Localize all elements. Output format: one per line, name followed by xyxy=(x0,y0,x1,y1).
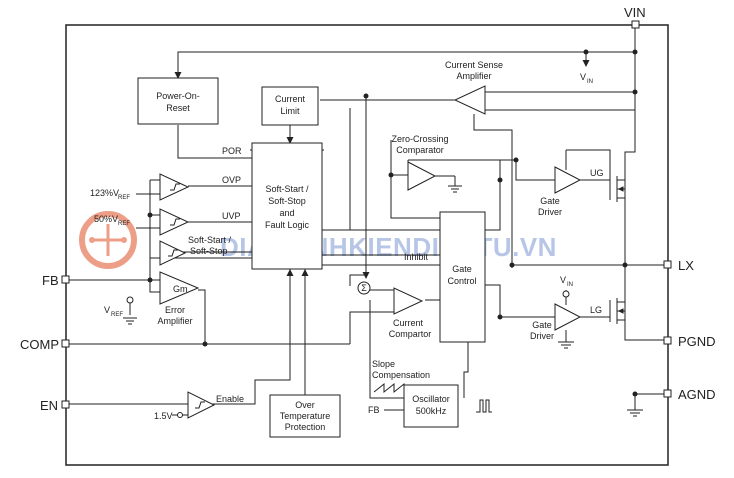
lg-driver-line1: Gate xyxy=(532,320,552,330)
osc-line1: Oscillator xyxy=(412,394,450,404)
clock-pulse-icon xyxy=(476,399,492,413)
overtemp-line3: Protection xyxy=(285,422,326,432)
softstart-comparator: Soft-Start / Soft-Stop xyxy=(159,235,232,266)
inhibit-label: Inhibit xyxy=(404,252,429,262)
current-limit-line1: Current xyxy=(275,94,306,104)
current-sense-amplifier: Current Sense Amplifier xyxy=(445,60,503,115)
overtemp-line1: Over xyxy=(295,400,315,410)
pin-fb: FB xyxy=(42,273,70,288)
osc-line2: 500kHz xyxy=(416,406,447,416)
vref-123-sub: REF xyxy=(118,195,130,201)
enable-comparator: Enable 1.5V xyxy=(154,391,244,421)
vref-gm: V xyxy=(104,305,110,315)
soft-start-fault-logic-block: Soft-Start / Soft-Stop and Fault Logic xyxy=(251,142,323,270)
slope-line2: Compensation xyxy=(372,370,430,380)
current-limit-block: Current Limit xyxy=(261,86,319,126)
low-side-mosfet xyxy=(609,290,626,324)
power-on-reset-block: Power-On- Reset xyxy=(137,77,219,125)
lg-gate-driver: Gate Driver LG V IN xyxy=(530,275,602,349)
zc-line2: Comparator xyxy=(396,145,444,155)
slope-compensation: Slope Compensation xyxy=(372,359,430,394)
por-line1: Power-On- xyxy=(156,91,200,101)
softstart-line4: Fault Logic xyxy=(265,220,310,230)
vin-main-sub: IN xyxy=(587,79,593,85)
cc-line1: Current xyxy=(393,318,424,328)
gm-label: Gm xyxy=(173,284,188,294)
pin-vin: VIN xyxy=(624,5,646,29)
vref-50: 50%V xyxy=(94,214,118,224)
por-line2: Reset xyxy=(166,103,190,113)
vref-50-sub: REF xyxy=(118,221,130,227)
zc-line1: Zero-Crossing xyxy=(391,134,448,144)
pin-pgnd-label: PGND xyxy=(678,334,716,349)
csa-line1: Current Sense xyxy=(445,60,503,70)
ovp-label: OVP xyxy=(222,175,241,185)
por-label: POR xyxy=(222,146,242,156)
current-comparator: Current Compartor xyxy=(389,287,432,339)
ss-signal-line2: Soft-Stop xyxy=(190,246,228,256)
pin-comp: COMP xyxy=(20,337,70,352)
current-limit-line2: Limit xyxy=(280,106,300,116)
ug-label: UG xyxy=(590,168,604,178)
oscillator-block: Oscillator 500kHz xyxy=(403,384,459,428)
vin-main: V xyxy=(580,72,586,82)
gate-control-block: Gate Control xyxy=(439,211,486,343)
pin-agnd-label: AGND xyxy=(678,387,716,402)
ss-signal-line1: Soft-Start / xyxy=(188,235,232,245)
ug-driver-line1: Gate xyxy=(540,196,560,206)
cc-line2: Compartor xyxy=(389,329,432,339)
softstart-line3: and xyxy=(279,208,294,218)
pin-fb-label: FB xyxy=(42,273,59,288)
gate-control-line2: Control xyxy=(447,276,476,286)
softstart-line2: Soft-Stop xyxy=(268,196,306,206)
over-temperature-block: Over Temperature Protection xyxy=(269,394,341,438)
vin-label-top: V IN xyxy=(580,72,593,85)
vref-gm-sub: REF xyxy=(111,312,123,318)
gate-control-line1: Gate xyxy=(452,264,472,274)
junctions xyxy=(147,49,638,397)
ic-outline xyxy=(65,24,669,466)
pin-en-label: EN xyxy=(40,398,58,413)
vref-123: 123%V xyxy=(90,188,119,198)
vin-lg: V xyxy=(560,275,566,285)
uvp-comparator: 50%V REF UVP xyxy=(94,208,241,236)
pin-lx-label: LX xyxy=(678,258,694,273)
agnd-ground-icon xyxy=(627,409,643,417)
ovp-comparator: 123%V REF OVP xyxy=(90,173,241,201)
v15-label: 1.5V xyxy=(154,411,173,421)
ug-driver-line2: Driver xyxy=(538,207,562,217)
error-amp-line2: Amplifier xyxy=(157,316,192,326)
fb-osc-label: FB xyxy=(368,405,380,415)
softstart-line1: Soft-Start / xyxy=(265,184,309,194)
summing-node: Σ xyxy=(357,281,371,295)
lg-label: LG xyxy=(590,305,602,315)
pin-agnd: AGND xyxy=(663,387,716,402)
overtemp-line2: Temperature xyxy=(280,411,331,421)
csa-line2: Amplifier xyxy=(456,71,491,81)
wires xyxy=(69,28,664,416)
uvp-label: UVP xyxy=(222,211,241,221)
pin-en: EN xyxy=(40,398,70,413)
error-amp-line1: Error xyxy=(165,305,185,315)
pin-comp-label: COMP xyxy=(20,337,59,352)
lg-driver-line2: Driver xyxy=(530,331,554,341)
vin-lg-sub: IN xyxy=(567,282,573,288)
zero-crossing-comparator: Zero-Crossing Comparator xyxy=(391,134,462,193)
slope-line1: Slope xyxy=(372,359,395,369)
ug-gate-driver: Gate Driver UG xyxy=(538,166,604,217)
pin-vin-label: VIN xyxy=(624,5,646,20)
pin-pgnd: PGND xyxy=(663,334,716,349)
watermark-logo xyxy=(79,211,137,269)
high-side-mosfet xyxy=(609,176,626,202)
gm-error-amplifier: Gm Error Amplifier V REF xyxy=(104,271,200,326)
svg-text:Σ: Σ xyxy=(361,283,367,293)
arrows xyxy=(174,58,590,330)
enable-label: Enable xyxy=(216,394,244,404)
